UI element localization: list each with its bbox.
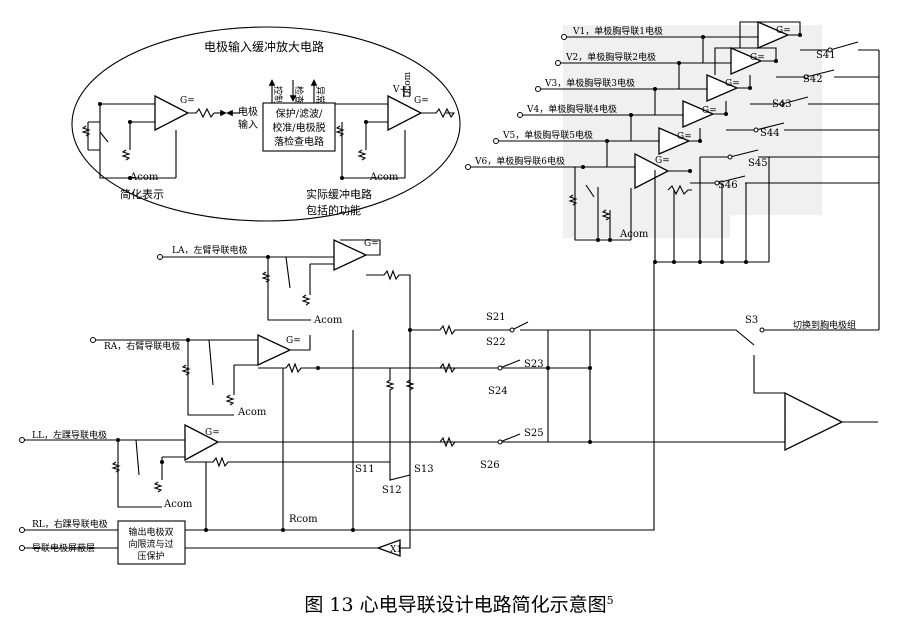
chest-input-v1: V1，单极胸导联1电极 [572,25,663,37]
inset-actual-opamp [387,94,423,132]
chest-opamp-1 [757,21,790,49]
switch-s24: S24 [488,386,508,397]
switch-to-chest-label: 切换到胸电极组 [793,319,856,331]
protect-2: 向限流与过 [128,538,173,550]
inset-gain-1: G= [180,96,195,106]
shield-input-label: 导联电极屏蔽层 [32,542,95,554]
la-opamp [333,238,368,272]
inset-ctrl-1: 控制 [272,86,284,104]
la-input-label: LA，左臂导联电极 [172,244,247,256]
chest-group-shading [563,25,822,238]
switch-s25: S25 [524,428,544,439]
limb-electrode-group: G= LA，左臂导联电极 Acom G= RA，右臂导联电极 Acom G= L… [19,238,879,565]
inset-simplified-opamp [154,94,190,132]
chest-acom: Acom [619,229,649,240]
switch-s41: S41 [816,50,836,61]
inset-dcom: Dcom [403,71,413,98]
inset-simplified-label: 简化表示 [120,187,164,201]
inset-protect-2: 校准/电极脱 [272,121,325,134]
switch-s13: S13 [414,464,434,475]
buffer-x1 [376,539,401,557]
protect-3: 压保护 [137,550,164,562]
switch-s3: S3 [745,315,758,326]
switch-s22: S22 [486,337,506,348]
inset-ctrl-3: 异常 [314,86,326,104]
switch-s46: S46 [718,180,738,191]
inset-acom-2: Acom [369,172,399,183]
rl-input-label: RL，右踝导联电极 [32,518,108,530]
inset-gain-2: G= [414,96,429,106]
chest-gain-6: G= [655,156,670,166]
chest-input-v3: V3，单极胸导联3电极 [544,77,635,89]
caption-main: 图 13 心电导联设计电路简化示意图 [304,594,606,616]
switch-s11: S11 [355,464,375,475]
switch-s23: S23 [524,359,544,370]
ll-acom: Acom [163,499,193,510]
switch-s26: S26 [480,460,500,471]
ll-gain: G= [205,428,220,438]
chest-gain-label: G= [776,26,791,36]
inset-title: 电极输入缓冲放大电路 [204,39,324,54]
buffer-x1-label: X1 [390,545,402,555]
chest-opamp-4 [682,100,715,128]
inset-electrode-in-1: 电极 [238,105,258,118]
chest-electrode-group: G= G= G= G= G= G= V1，单极胸导联1电极 V2，单极胸导联2电… [465,21,880,330]
chest-input-v4: V4，单极胸导联4电极 [526,103,617,115]
chest-input-v6: V6，单极胸导联6电极 [474,155,565,167]
chest-opamp-3 [706,74,739,102]
la-gain: G= [364,239,379,249]
ra-acom: Acom [237,407,267,418]
ll-opamp [184,423,220,462]
output-protection-block [117,520,186,565]
switch-s43: S43 [772,99,792,110]
ra-opamp [257,333,292,367]
switch-s42: S42 [803,74,823,85]
ra-gain: G= [286,336,301,346]
output-amplifier [784,391,844,452]
rcom-label: Rcom [289,514,318,525]
inset-actual-label-2: 包括的功能 [306,203,361,217]
switch-s45: S45 [748,158,768,169]
switch-s21: S21 [486,312,506,323]
ll-input-label: LL，左踝导联电极 [32,429,107,441]
inset-actual-label: 实际缓冲电路 [306,187,372,201]
inset-protect-1: 保护/滤波/ [276,107,323,120]
inset-acom-1: Acom [129,172,159,183]
inset-title-bg [190,38,338,54]
chest-input-v2: V2，单极胸导联2电极 [565,51,656,63]
caption-sup: 5 [607,594,614,607]
inset-buffer-circuit: 电极输入缓冲放大电路 G= Acom 简化表示 电极 输入 保护/滤波/ 校准/… [71,26,461,222]
chest-opamp-2 [730,47,763,75]
chest-gain-5: G= [677,132,692,142]
protect-1: 输出电极双 [128,526,173,538]
inset-vplus: V+ [392,85,407,95]
chest-input-v5: V5，单极胸导联5电极 [502,129,593,141]
la-acom: Acom [313,315,343,326]
switch-s44: S44 [760,128,780,139]
inset-protect-3: 落检查电路 [274,135,324,148]
chest-opamp-6 [634,152,670,190]
chest-gain-3: G= [725,79,740,89]
inset-ellipse [71,26,461,222]
chest-gain-4: G= [702,106,717,116]
chest-gain-2: G= [750,53,765,63]
inset-ctrl-2: 检查 [293,86,305,104]
switch-s12: S12 [382,485,402,496]
figure-caption: 图 13 心电导联设计电路简化示意图5 [304,594,613,616]
inset-protection-block [262,102,336,152]
caption-text: 图 13 心电导联设计电路简化示意图5 [304,594,613,616]
ra-input-label: RA，右臂导联电极 [104,340,180,352]
inset-electrode-in-2: 输入 [238,118,258,131]
